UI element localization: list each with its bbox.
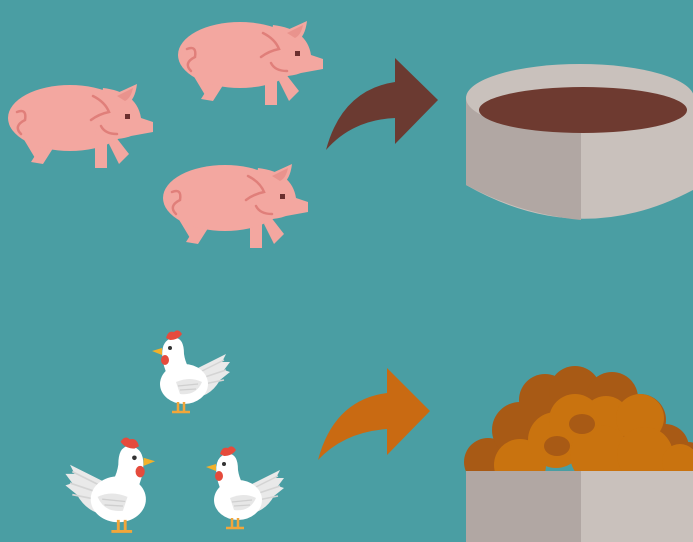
manure-bin bbox=[466, 64, 693, 220]
manure-pile bbox=[479, 87, 687, 133]
